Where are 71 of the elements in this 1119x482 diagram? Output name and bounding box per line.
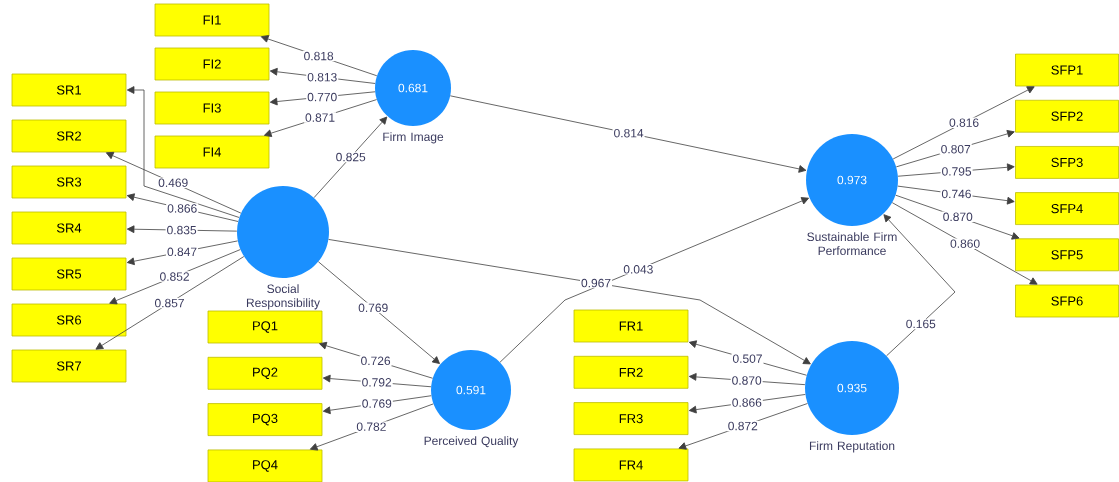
- indicator-box: FI3: [154, 91, 270, 125]
- arrow: [891, 202, 1038, 285]
- edge-label: 0.792: [360, 377, 393, 388]
- edge-label: 0.835: [165, 224, 198, 236]
- indicator-box: FI4: [154, 135, 270, 169]
- edge-label: 0.967: [580, 277, 613, 289]
- indicator-box: SFP3: [1015, 146, 1119, 179]
- indicator-box: FI1: [154, 3, 270, 37]
- edge-label: 0.507: [731, 353, 764, 364]
- indicator-box: FR3: [573, 402, 689, 435]
- edge-label: 0.807: [939, 143, 972, 155]
- edge-label: 0.469: [157, 177, 190, 188]
- construct-label: Sustainable Firm Performance: [807, 232, 897, 255]
- indicator-box: SR2: [11, 119, 127, 153]
- indicator-box: PQ4: [207, 449, 323, 482]
- indicator-box: SFP1: [1015, 53, 1119, 87]
- edge-label: 0.769: [357, 302, 390, 314]
- indicator-box: SR4: [11, 211, 127, 245]
- arrow: [317, 261, 440, 364]
- edge-label: 0.870: [941, 211, 974, 223]
- edge-label: 0.746: [940, 188, 973, 200]
- edge-label: 0.818: [302, 50, 335, 62]
- indicator-box: SFP5: [1015, 238, 1119, 272]
- edge-label: 0.813: [306, 71, 339, 83]
- edge-label: 0.866: [730, 397, 763, 408]
- indicator-box: SR5: [11, 257, 127, 291]
- indicator-box: SFP2: [1015, 99, 1119, 133]
- arrow: [450, 95, 807, 173]
- edge-label: 0.860: [949, 238, 982, 249]
- indicator-box: FR4: [573, 448, 689, 482]
- edge-label: 0.872: [726, 420, 759, 432]
- edge-label: 0.870: [730, 375, 763, 386]
- indicator-box: SFP6: [1015, 284, 1119, 318]
- edge-label: 0.857: [153, 297, 186, 309]
- construct-label: Firm Reputation: [810, 441, 895, 453]
- edge-label: 0.043: [622, 264, 655, 275]
- edge-label: 0.852: [158, 271, 191, 282]
- construct-label: Firm Image: [383, 132, 444, 144]
- indicator-box: SR1: [11, 73, 127, 107]
- indicator-box: SR3: [11, 165, 127, 199]
- construct-label: Social Responsibility: [247, 284, 320, 310]
- indicator-box: SFP4: [1015, 192, 1119, 225]
- indicator-box: FR1: [573, 309, 689, 343]
- edge-label: 0.726: [359, 355, 392, 367]
- indicator-box: FR2: [573, 355, 689, 389]
- edge-label: 0.782: [355, 421, 388, 432]
- edge-label: 0.816: [948, 117, 981, 128]
- arrow: [883, 214, 956, 357]
- edge-label: 0.795: [940, 166, 973, 177]
- indicator-box: PQ2: [207, 356, 323, 390]
- edge-label: 0.825: [334, 151, 367, 163]
- construct-label: Perceived Quality: [424, 436, 519, 448]
- arrow: [328, 239, 811, 365]
- edge-label: 0.814: [612, 127, 645, 139]
- arrow: [126, 86, 240, 218]
- edge-label: 0.866: [166, 203, 199, 214]
- indicator-box: FI2: [154, 47, 270, 81]
- edge-label: 0.165: [904, 318, 937, 330]
- arrow: [892, 86, 1035, 160]
- indicator-box: PQ3: [207, 403, 323, 436]
- indicator-box: SR7: [11, 349, 127, 383]
- indicator-box: PQ1: [207, 310, 323, 344]
- arrow: [313, 116, 388, 199]
- arrow: [499, 197, 809, 363]
- indicator-box: SR6: [11, 303, 127, 337]
- arrow: [105, 151, 242, 214]
- edge-label: 0.770: [306, 91, 339, 103]
- edge-label: 0.847: [166, 246, 199, 258]
- edge-label: 0.871: [304, 112, 337, 123]
- arrow: [95, 256, 245, 350]
- edge-label: 0.769: [360, 398, 393, 409]
